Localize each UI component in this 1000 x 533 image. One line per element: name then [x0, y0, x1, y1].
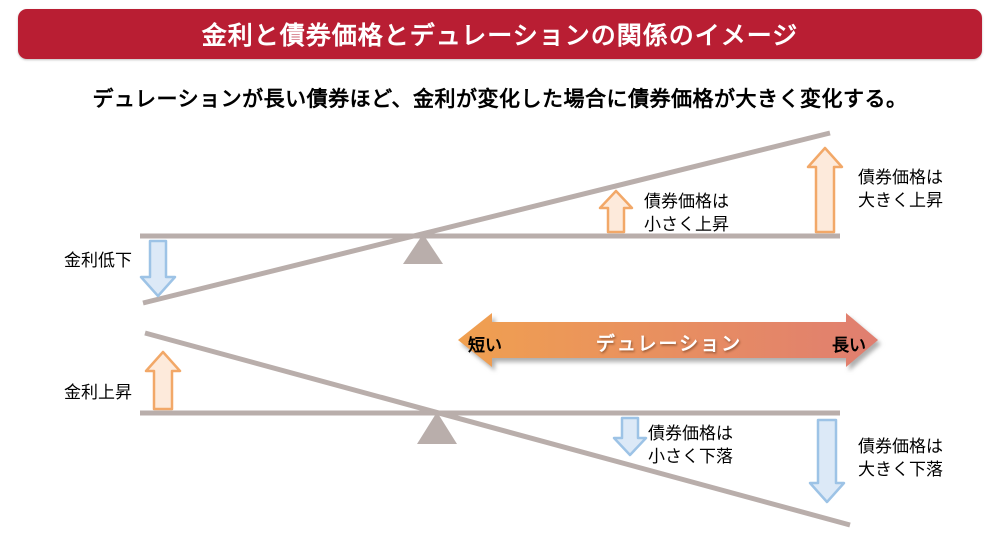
rate-down-label: 金利低下 — [64, 251, 132, 270]
large-fall-label-line2: 大きく下落 — [858, 460, 943, 479]
large-rise-label-line2: 大きく上昇 — [858, 191, 943, 210]
rate-up-label: 金利上昇 — [64, 383, 132, 402]
small-rise-label-line1: 債券価格は — [644, 192, 729, 211]
bottom-fulcrum-icon — [417, 412, 457, 444]
small-rise-label: 債券価格は 小さく上昇 — [644, 190, 729, 236]
page-title: 金利と債券価格とデュレーションの関係のイメージ — [201, 22, 799, 50]
small-fall-label-line2: 小さく下落 — [648, 447, 733, 466]
small-fall-arrow-icon — [612, 416, 648, 457]
large-fall-label: 債券価格は 大きく下落 — [858, 435, 943, 481]
large-rise-arrow-icon — [806, 146, 844, 234]
duration-short-label: 短い — [468, 336, 502, 355]
small-fall-label-line1: 債券価格は — [648, 424, 733, 443]
large-fall-arrow-icon — [808, 418, 846, 504]
duration-axis-label: デュレーション — [595, 334, 743, 355]
small-fall-label: 債券価格は 小さく下落 — [648, 422, 733, 468]
small-rise-arrow-icon — [598, 189, 634, 234]
small-rise-label-line2: 小さく上昇 — [644, 215, 729, 234]
top-fulcrum-icon — [403, 234, 443, 264]
rate-down-arrow-icon — [139, 239, 177, 298]
rate-up-arrow-icon — [144, 350, 182, 411]
title-bar: 金利と債券価格とデュレーションの関係のイメージ — [18, 9, 982, 59]
large-rise-label: 債券価格は 大きく上昇 — [858, 166, 943, 212]
top-seesaw-beam-tilted — [142, 130, 831, 306]
duration-long-label: 長い — [832, 336, 866, 355]
large-fall-label-line1: 債券価格は — [858, 437, 943, 456]
bottom-seesaw-beam-tilted — [144, 330, 851, 528]
duration-arrow-icon — [458, 313, 878, 367]
large-rise-label-line1: 債券価格は — [858, 168, 943, 187]
subtitle: デュレーションが長い債券ほど、金利が変化した場合に債券価格が大きく変化する。 — [92, 88, 908, 111]
